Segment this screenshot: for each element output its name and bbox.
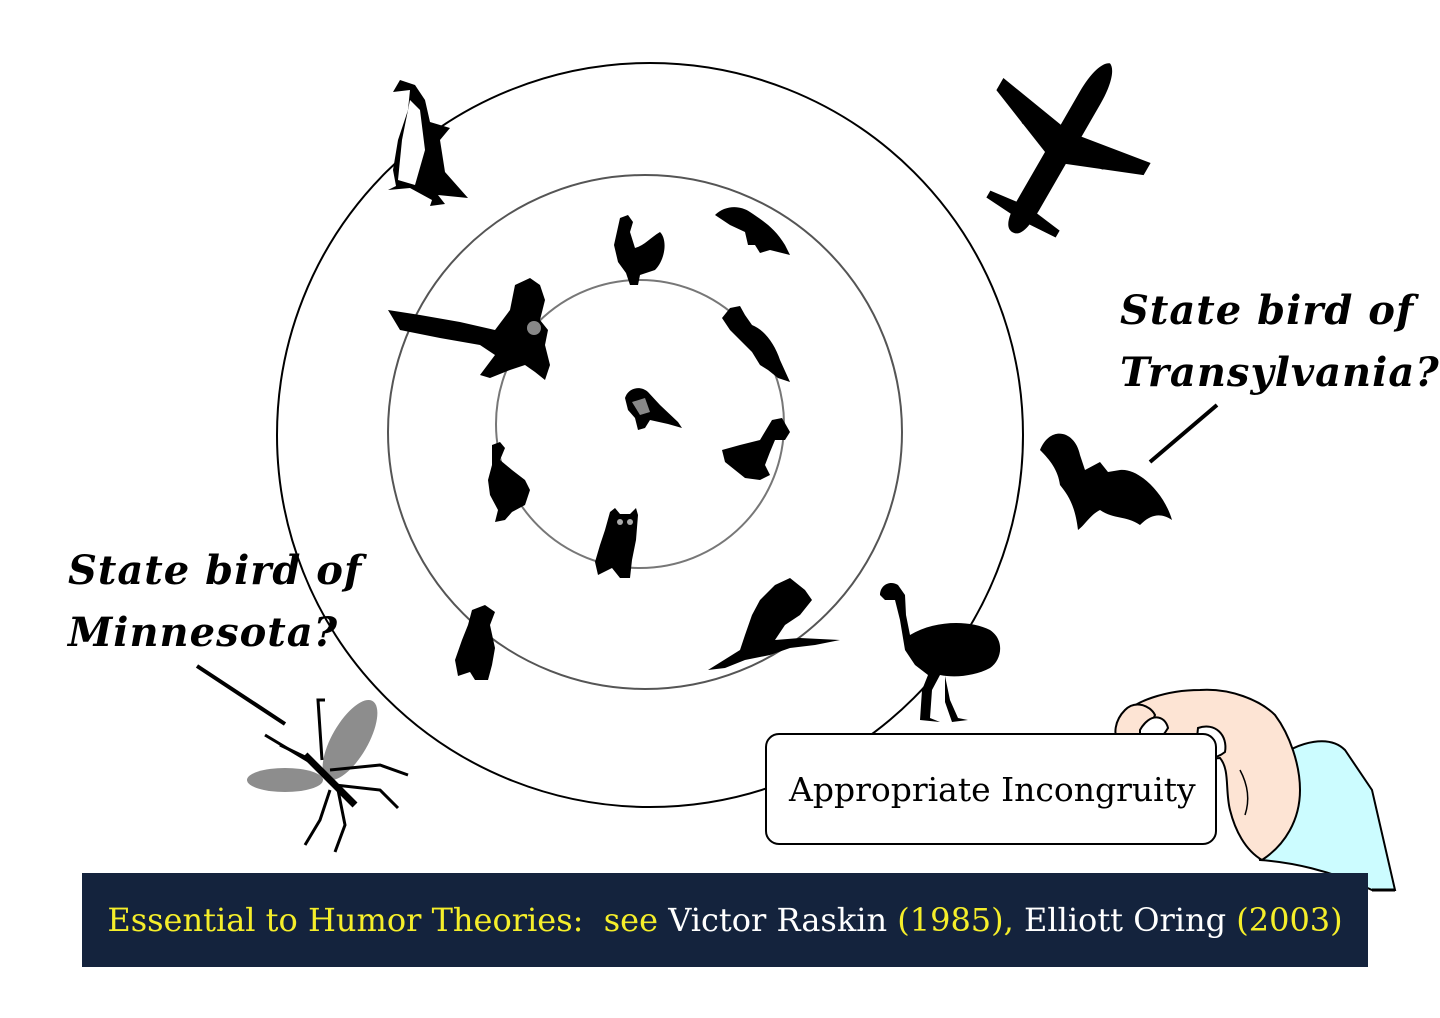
airplane-icon xyxy=(986,63,1151,238)
mosquito-icon xyxy=(247,698,409,853)
bat-icon xyxy=(1040,433,1172,530)
outer-ring xyxy=(276,62,1024,808)
minnesota-callout: State bird of Minnesota? xyxy=(68,540,362,664)
hand-icon xyxy=(1114,688,1397,892)
footer-author2: Elliott Oring xyxy=(1023,901,1227,939)
chicken-icon xyxy=(614,215,665,285)
transylvania-pointer xyxy=(1148,403,1219,464)
eagle-icon xyxy=(388,278,550,380)
middle-ring xyxy=(387,174,903,690)
robin-icon xyxy=(625,388,682,430)
owl-icon xyxy=(595,508,638,578)
citation-footer: Essential to Humor Theories: see Victor … xyxy=(82,873,1368,967)
footer-year1: (1985), xyxy=(897,901,1014,939)
card-label: Appropriate Incongruity xyxy=(789,769,1196,809)
transylvania-callout: State bird of Transylvania? xyxy=(1120,280,1440,404)
crow-icon xyxy=(715,207,790,255)
vulture-icon xyxy=(455,605,495,680)
footer-author1: Victor Raskin xyxy=(668,901,888,939)
ostrich-icon xyxy=(880,583,1001,722)
footer-lead: Essential to Humor Theories: see xyxy=(107,901,659,939)
transylvania-callout-line2: Transylvania? xyxy=(1120,349,1440,396)
transylvania-callout-line1: State bird of xyxy=(1120,287,1415,334)
minnesota-callout-line2: Minnesota? xyxy=(68,609,339,656)
minnesota-callout-line1: State bird of xyxy=(68,547,363,594)
appropriate-incongruity-card: Appropriate Incongruity xyxy=(765,733,1217,845)
duck-icon xyxy=(722,418,790,480)
minnesota-pointer xyxy=(195,664,287,726)
pelican-icon xyxy=(488,442,530,522)
heron-icon xyxy=(708,578,840,670)
parrot-icon xyxy=(722,306,790,382)
penguin-icon xyxy=(388,80,468,206)
footer-year2: (2003) xyxy=(1236,901,1343,939)
